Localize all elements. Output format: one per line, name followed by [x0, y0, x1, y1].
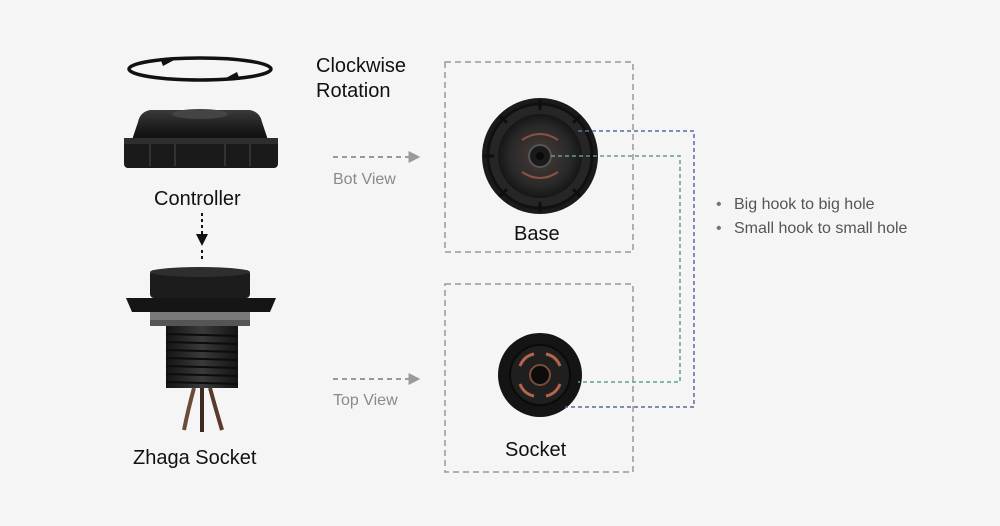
- socket-top-view: [498, 333, 582, 417]
- rotation-label-line2: Rotation: [316, 80, 391, 102]
- socket-label: Socket: [505, 439, 567, 461]
- base-view-box: [444, 61, 634, 253]
- bot-view-label: Bot View: [333, 171, 396, 188]
- top-view-label: Top View: [333, 392, 398, 409]
- base-bottom-view: [482, 98, 598, 214]
- note-small-hook: Small hook to small hole: [716, 217, 907, 241]
- rotation-label: Clockwise Rotation: [316, 54, 406, 104]
- rotation-arrow-icon: [127, 56, 273, 82]
- base-label: Base: [514, 223, 560, 245]
- controller-label: Controller: [154, 188, 241, 210]
- zhaga-socket-device: [126, 267, 276, 432]
- socket-view-box: [444, 283, 634, 473]
- small-hook-connector: [551, 155, 681, 383]
- note-big-hook: Big hook to big hole: [716, 193, 907, 217]
- zhaga-socket-label: Zhaga Socket: [133, 447, 257, 469]
- hook-notes-list: Big hook to big hole Small hook to small…: [716, 193, 907, 241]
- assembly-down-arrow-icon: [196, 213, 208, 262]
- controller-device: [124, 109, 278, 168]
- rotation-label-line1: Clockwise: [316, 55, 407, 77]
- big-hook-connector: [565, 130, 695, 408]
